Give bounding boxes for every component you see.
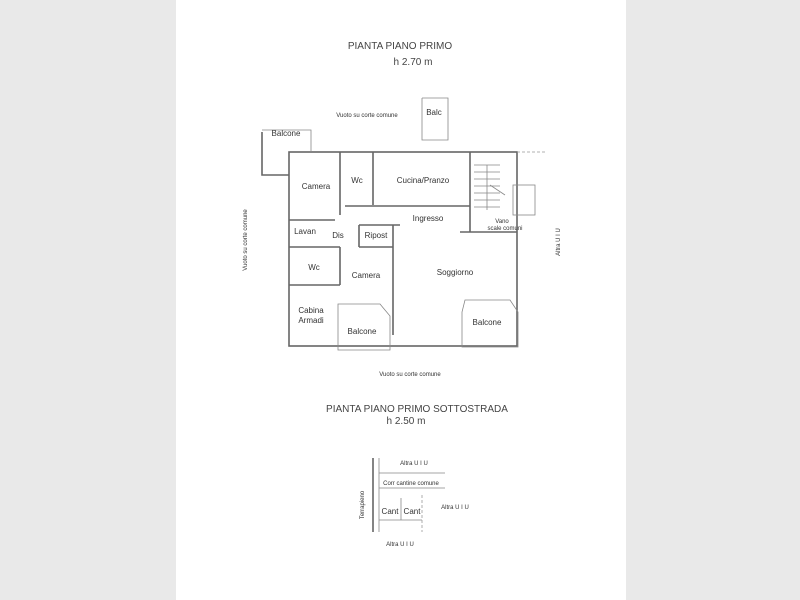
walls-piano-primo [261,97,545,351]
room-cabina-line2: Armadi [298,316,324,325]
label-cant-2: Cant [404,507,422,516]
room-balc: Balc [426,108,442,117]
room-labels-primo: Balc Balcone Camera Wc Cucina/Pranzo Ing… [272,108,523,336]
room-camera-2: Camera [352,271,381,280]
room-ripost: Ripost [365,231,388,240]
label-terrapieno: Terrapieno [360,490,366,519]
label-vuoto-bottom: Vuoto su corte comune [379,372,441,378]
room-balcone-s: Balcone [348,327,377,336]
label-corridor: Corr cantine comune [383,481,439,487]
room-dis: Dis [332,231,344,240]
room-cabina-line1: Cabina [298,306,324,315]
label-altra-uiu-right: Altra U I U [556,228,562,256]
room-ingresso: Ingresso [413,214,444,223]
walls-sottostrada [372,458,445,532]
plan-height-sottostrada: h 2.50 m [387,416,426,427]
room-soggiorno: Soggiorno [437,268,474,277]
label-altra-uiu-right: Altra U I U [441,505,469,511]
surrounding-labels-primo: Vuoto su corte comune Vuoto su corte com… [243,113,562,378]
room-lavan: Lavan [294,227,316,236]
room-camera-1: Camera [302,182,331,191]
label-vuoto-top: Vuoto su corte comune [336,113,398,119]
plan-height-primo: h 2.70 m [394,57,433,68]
label-cant-1: Cant [382,507,400,516]
room-vano-line2: scale comuni [487,226,522,232]
plan-title-sottostrada: PIANTA PIANO PRIMO SOTTOSTRADA [326,404,508,415]
room-vano-line1: Vano [495,219,509,225]
room-cucina-pranzo: Cucina/Pranzo [397,176,450,185]
room-balcone-se: Balcone [473,318,502,327]
label-altra-uiu-top: Altra U I U [400,461,428,467]
label-altra-uiu-bottom: Altra U I U [386,542,414,548]
room-wc-2: Wc [308,263,320,272]
room-balcone-nw: Balcone [272,129,301,138]
labels-sottostrada: Altra U I U Corr cantine comune Cant Can… [360,461,469,548]
label-vuoto-left: Vuoto su corte comune [243,209,249,271]
plan-title-primo: PIANTA PIANO PRIMO [348,41,452,52]
stairs [474,164,506,210]
room-wc-1: Wc [351,176,363,185]
